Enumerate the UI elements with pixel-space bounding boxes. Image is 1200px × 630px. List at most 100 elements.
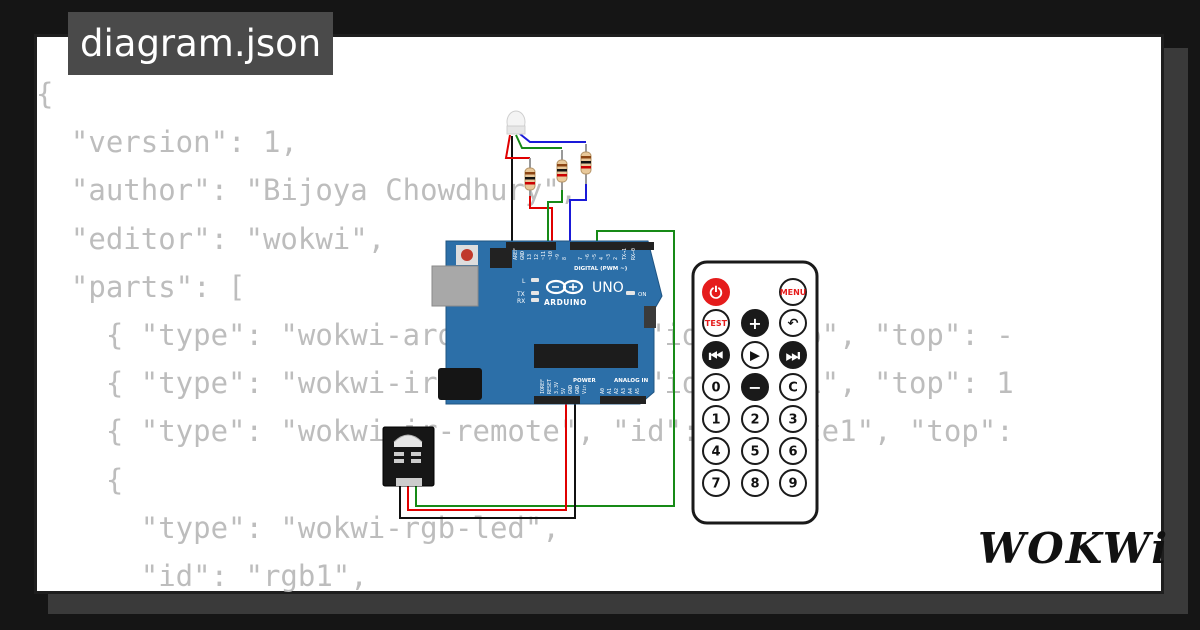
wire-ir-gnd xyxy=(399,400,576,519)
pin-label-gnd1: GND xyxy=(568,385,574,394)
remote-button-label: + xyxy=(748,314,761,333)
resistor-1[interactable] xyxy=(524,158,536,196)
atmega-chip xyxy=(534,344,638,368)
remote-button-label: 7 xyxy=(711,477,720,492)
remote-button[interactable]: 0 xyxy=(702,373,730,401)
remote-button-label: ↶ xyxy=(788,317,799,332)
pin-label-a3: A3 xyxy=(621,388,627,394)
code-line: "author": "Bijoya Chowdhury", xyxy=(36,173,578,208)
code-line: { xyxy=(36,462,124,497)
ir-smd-2 xyxy=(411,452,421,456)
pin-label-a4: A4 xyxy=(628,388,634,394)
code-line: "type": "wokwi-rgb-led", xyxy=(36,510,560,545)
rgb-led-base xyxy=(506,125,526,135)
reset-button[interactable] xyxy=(461,249,473,261)
pin-label-vin: Vin xyxy=(582,385,588,394)
remote-button-label: 8 xyxy=(750,477,759,492)
analog-label: ANALOG IN xyxy=(614,378,649,384)
remote-button-label: ⏻ xyxy=(710,283,723,302)
remote-button[interactable]: ⏭ xyxy=(779,341,807,369)
pin-label-rx0: RX←0 xyxy=(631,248,637,260)
on-label: ON xyxy=(638,292,646,298)
remote-button[interactable]: 9 xyxy=(779,469,807,497)
pin-label-10: ~10 xyxy=(548,251,554,260)
pin-label-12: 12 xyxy=(534,254,540,260)
code-line: "parts": [ xyxy=(36,269,246,304)
remote-button[interactable]: 1 xyxy=(702,405,730,433)
remote-button-label: 9 xyxy=(788,477,797,492)
remote-button-label: 0 xyxy=(711,381,720,396)
remote-button-label: − xyxy=(748,378,761,397)
remote-button[interactable]: ↶ xyxy=(779,309,807,337)
remote-button[interactable]: 7 xyxy=(702,469,730,497)
pin-label-gnd: GND xyxy=(520,251,526,260)
remote-button-label: 5 xyxy=(750,445,759,460)
remote-button[interactable]: 4 xyxy=(702,437,730,465)
remote-button[interactable]: TEST xyxy=(702,309,730,337)
remote-button[interactable]: ⏻ xyxy=(702,278,730,306)
rx-led xyxy=(531,298,539,302)
pin-label-5: ~5 xyxy=(592,254,598,260)
remote-button-label: 6 xyxy=(788,445,797,460)
remote-button[interactable]: ⏮ xyxy=(702,341,730,369)
wokwi-logo: WOKWi xyxy=(978,524,1170,573)
remote-button[interactable]: 2 xyxy=(741,405,769,433)
remote-buttons: ⏻ MENU TEST + ↶ ⏮ ▶ ⏭ 0 − C 1 2 3 4 5 6 7 8 9 xyxy=(702,278,807,497)
remote-button[interactable]: 6 xyxy=(779,437,807,465)
remote-button-label: TEST xyxy=(705,319,728,328)
remote-button[interactable]: 5 xyxy=(741,437,769,465)
resistor-2[interactable] xyxy=(556,150,568,190)
remote-button[interactable]: 3 xyxy=(779,405,807,433)
rx-led-label: RX xyxy=(517,298,525,305)
pin-label-2: 2 xyxy=(613,257,619,260)
pin-label-aref: AREF xyxy=(513,248,519,260)
pin-label-11: ~11 xyxy=(541,251,547,260)
ir-smd-3 xyxy=(394,459,404,463)
icsp2-header xyxy=(644,306,656,328)
board-brand: ARDUINO xyxy=(544,298,587,307)
pin-label-tx1: TX→1 xyxy=(622,248,628,260)
remote-button-label: C xyxy=(788,381,798,396)
pin-label-3v3: 3.3V xyxy=(554,382,560,394)
digital-header-right xyxy=(570,242,654,250)
ir-receiver[interactable] xyxy=(382,426,435,487)
tx-led-label: TX xyxy=(516,291,525,298)
on-led xyxy=(626,291,635,295)
wire-led-green xyxy=(515,134,563,248)
wire-led-red xyxy=(504,134,553,248)
pin-label-3: ~3 xyxy=(606,254,612,260)
code-line: "version": 1, xyxy=(36,125,298,160)
power-jack xyxy=(438,368,482,400)
remote-button[interactable]: ▶ xyxy=(741,341,769,369)
remote-button-label: ▶ xyxy=(750,349,760,364)
remote-button[interactable]: + xyxy=(741,309,769,337)
pin-label-13: 13 xyxy=(527,254,533,260)
l-led xyxy=(531,278,539,282)
code-line: { xyxy=(36,77,54,111)
resistor-3[interactable] xyxy=(580,144,592,184)
wire-ir-data xyxy=(415,230,675,507)
pin-label-a0: A0 xyxy=(600,388,606,394)
remote-button[interactable]: 8 xyxy=(741,469,769,497)
arduino-logo xyxy=(545,279,584,295)
remote-button-label: 3 xyxy=(788,413,797,428)
remote-button[interactable]: MENU xyxy=(779,278,807,306)
pin-label-reset: RESET xyxy=(547,379,553,394)
pin-label-a1: A1 xyxy=(607,388,613,394)
digital-header-left xyxy=(506,242,556,250)
power-label: POWER xyxy=(573,378,597,384)
pin-label-a2: A2 xyxy=(614,388,620,394)
rgb-led xyxy=(506,110,526,135)
ir-sensor-dome xyxy=(393,434,423,443)
ir-smd-1 xyxy=(394,452,404,456)
wire-ir-vcc xyxy=(407,400,567,511)
tx-led xyxy=(531,291,539,295)
file-tab[interactable]: diagram.json xyxy=(68,12,334,75)
l-led-label: L xyxy=(522,278,526,285)
remote-button-label: 1 xyxy=(711,413,720,428)
remote-button[interactable]: − xyxy=(741,373,769,401)
ir-remote: ⏻ MENU TEST + ↶ ⏮ ▶ ⏭ 0 − C 1 2 3 4 5 6 7 8 9 xyxy=(691,260,819,525)
remote-button[interactable]: C xyxy=(779,373,807,401)
board-model: UNO xyxy=(592,280,624,296)
